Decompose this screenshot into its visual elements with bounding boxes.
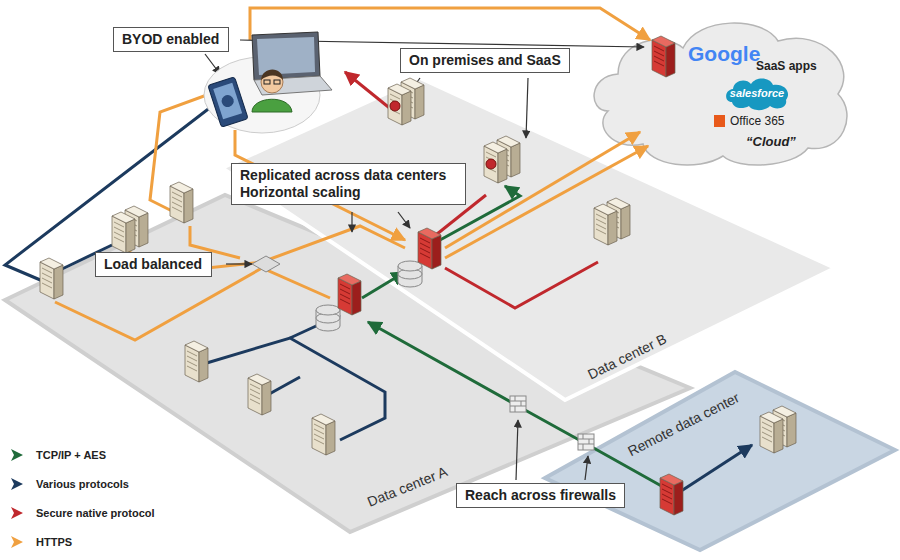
node-text: Load balanced xyxy=(104,256,203,273)
callout-box: Load balanced xyxy=(95,252,212,277)
server xyxy=(594,204,617,245)
node-text: BYOD enabled xyxy=(122,31,220,48)
cloud-outline xyxy=(588,16,858,171)
cloud-shape: GoogleSaaS appsOffice 365 “Cloud” salesfor… xyxy=(588,16,858,171)
server xyxy=(112,212,135,253)
legend-swatch xyxy=(10,506,24,520)
legend-text: Various protocols xyxy=(36,478,129,490)
legend-swatch xyxy=(10,448,24,462)
server xyxy=(388,84,411,125)
node-text: Replicated across data centers Horizonta… xyxy=(240,167,457,201)
legend-entry: HTTPS xyxy=(10,527,155,556)
callout-box: Reach across firewalls xyxy=(456,483,625,508)
legend: TCP/IP + AES Various protocolsSecure nati… xyxy=(10,440,155,556)
database xyxy=(316,261,422,331)
secure-server xyxy=(660,474,683,515)
https-wires xyxy=(55,8,650,340)
servers xyxy=(40,36,796,515)
node-text: Reach across firewalls xyxy=(465,487,616,504)
node-text: “Cloud” xyxy=(746,134,796,149)
node-text: On premises and SaaS xyxy=(409,52,561,69)
legend-text: Secure native protocol xyxy=(36,507,155,519)
leader-lines xyxy=(205,40,644,480)
tcp-wires xyxy=(362,186,665,488)
legend-swatch xyxy=(10,535,24,549)
callout-box: Replicated across data centers Horizonta… xyxy=(231,163,466,205)
remote-data-center-platform: Remote data center xyxy=(545,372,895,550)
server xyxy=(497,136,520,177)
legend-text: TCP/IP + AES xyxy=(36,449,106,461)
server xyxy=(773,406,796,447)
server xyxy=(185,341,208,382)
server xyxy=(170,182,193,223)
status-dot xyxy=(486,159,496,169)
secure-wires xyxy=(345,72,598,308)
server xyxy=(607,198,630,239)
legend-swatch xyxy=(10,477,24,491)
server xyxy=(40,258,63,299)
callout-box: On premises and SaaS xyxy=(400,48,570,73)
legend-text: HTTPS xyxy=(36,536,72,548)
node-text: Office 365 xyxy=(730,114,784,128)
server xyxy=(125,206,148,247)
load-balancer xyxy=(252,256,280,272)
secure-server xyxy=(652,36,675,77)
status-dot xyxy=(390,101,400,111)
legend-entry: TCP/IP + AES xyxy=(10,440,155,469)
byod-user xyxy=(204,32,332,133)
node-text: Google xyxy=(688,42,760,66)
server xyxy=(401,78,424,119)
server xyxy=(248,374,271,415)
node-text: salesforce xyxy=(730,87,784,99)
callout-box: BYOD enabled xyxy=(113,27,229,52)
secure-server xyxy=(418,228,441,269)
navy-wires xyxy=(5,100,752,495)
server xyxy=(484,142,507,183)
salesforce-logo: salesforce xyxy=(724,76,790,110)
legend-entry: Secure native protocol xyxy=(10,498,155,527)
node-text: SaaS apps xyxy=(756,59,817,73)
server xyxy=(312,414,335,455)
firewall-icon xyxy=(510,396,594,450)
legend-entry: Various protocols xyxy=(10,469,155,498)
secure-server xyxy=(338,274,361,315)
server xyxy=(760,412,783,453)
